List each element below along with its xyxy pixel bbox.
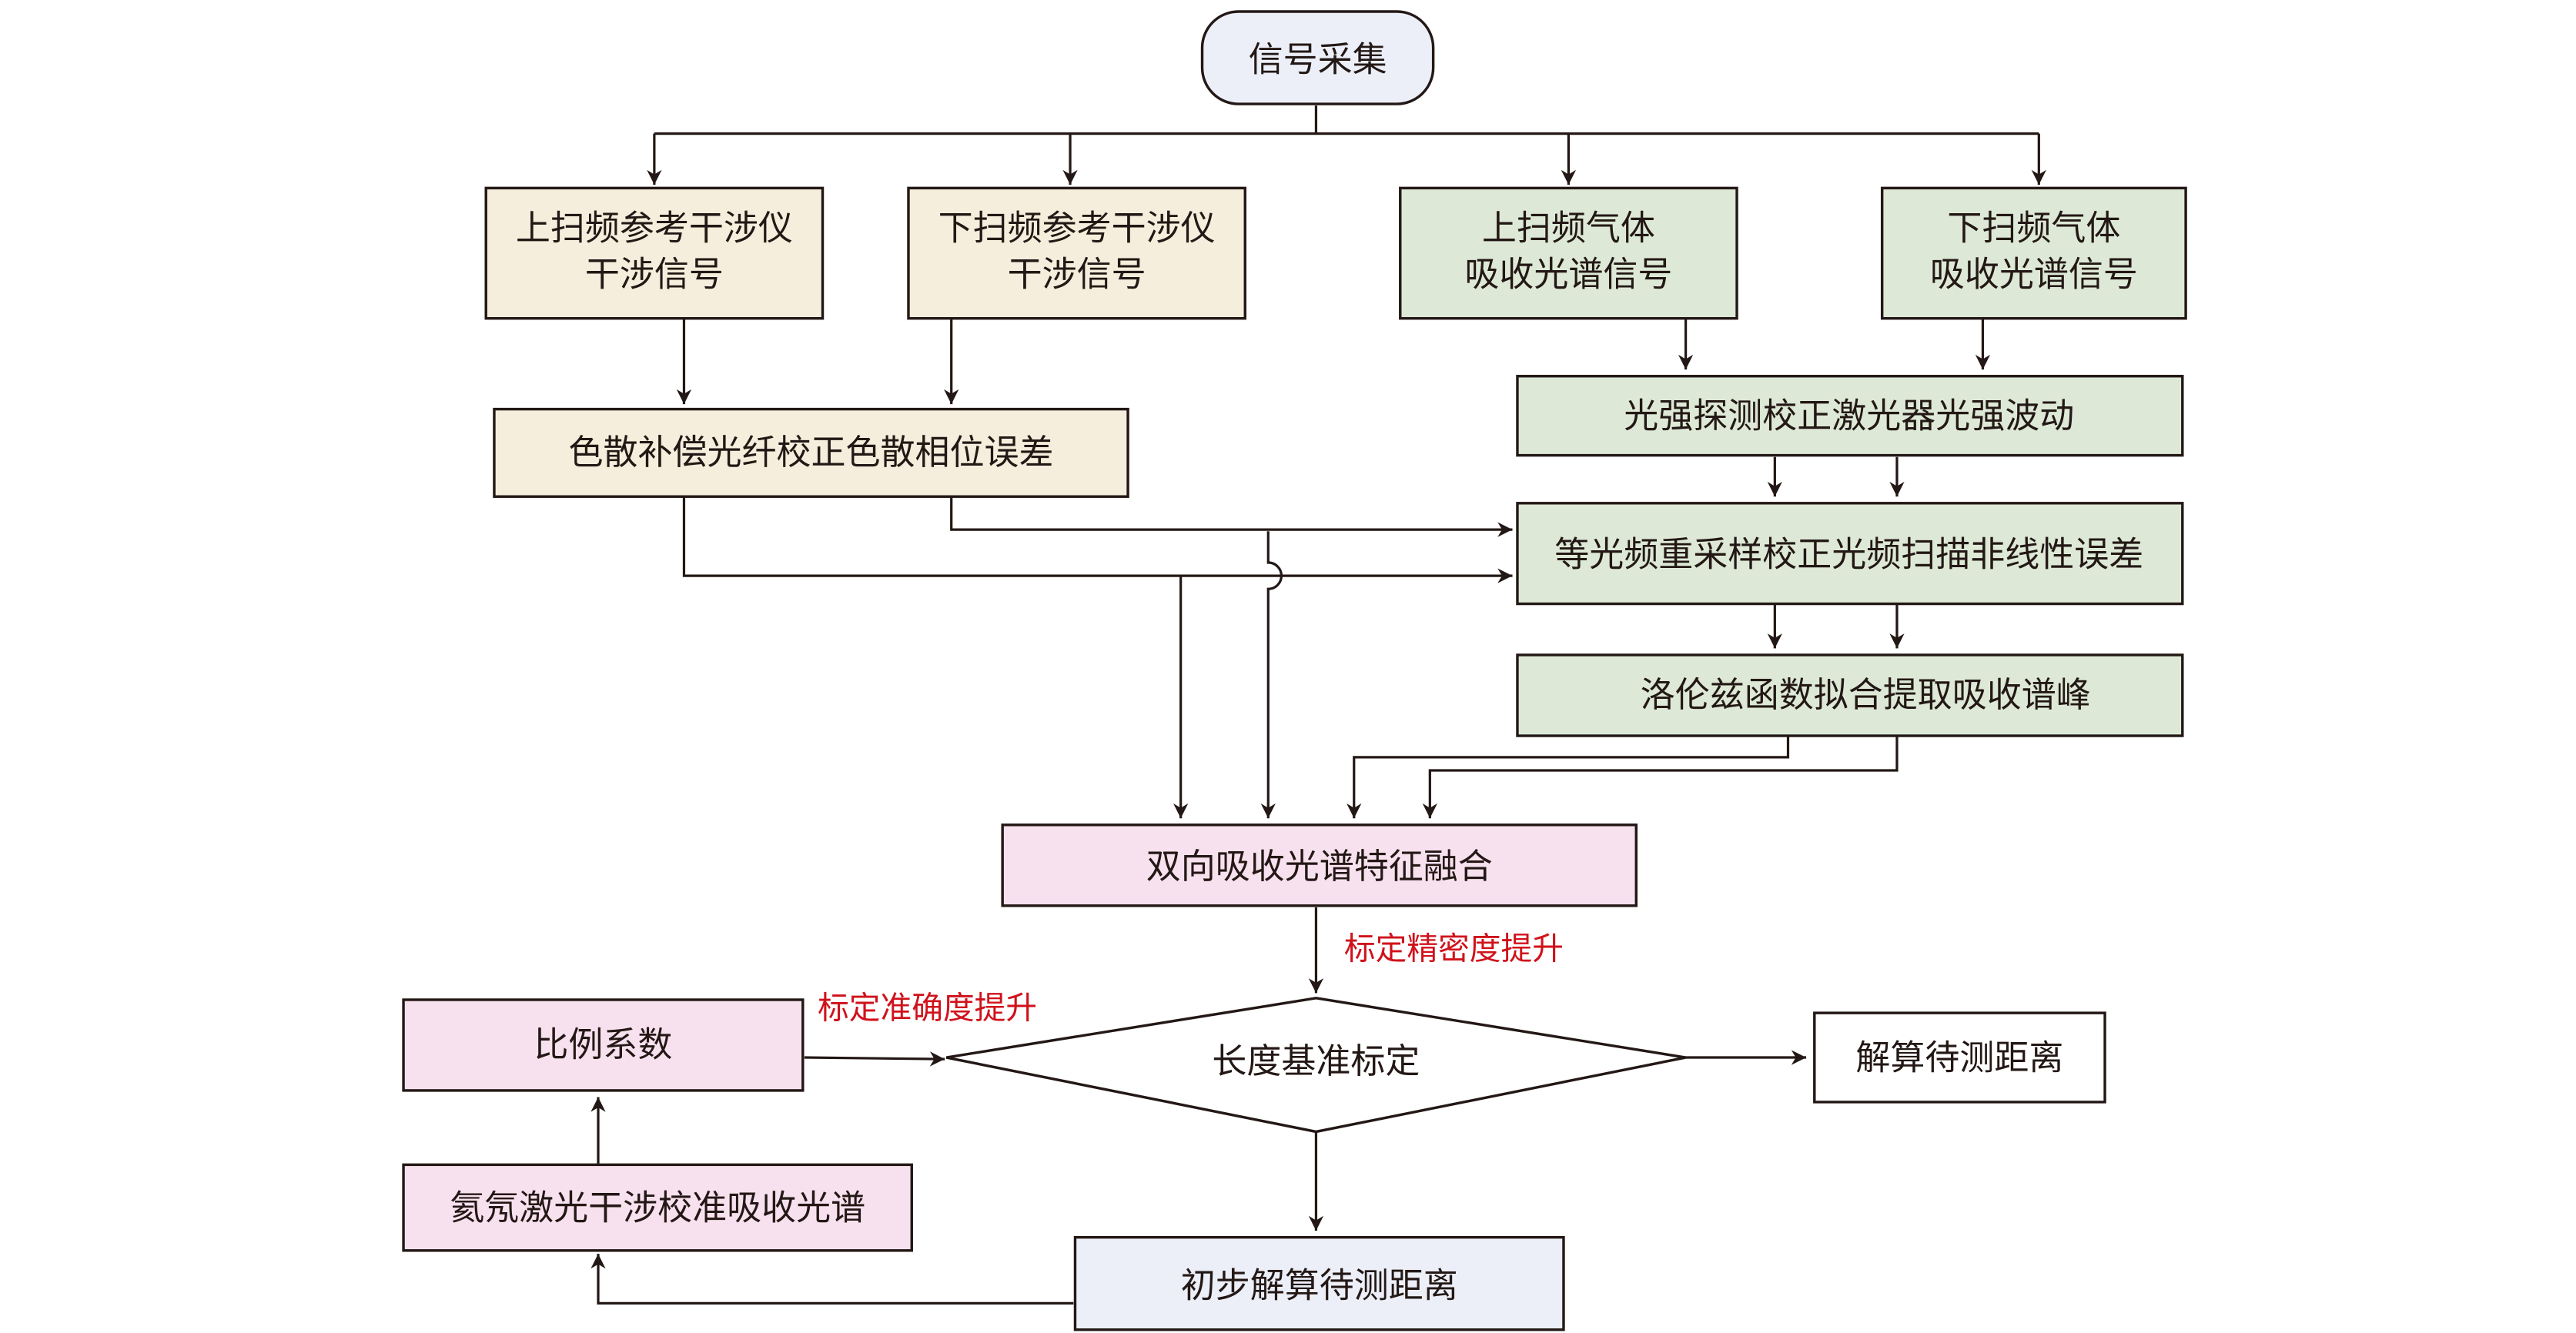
node-label: 氦氖激光干涉校准吸收光谱 — [450, 1188, 865, 1228]
node-dispersion: 色散补偿光纤校正色散相位误差 — [493, 407, 1129, 498]
process-box — [493, 407, 1129, 498]
node-label: 解算待测距离 — [1855, 1037, 2063, 1078]
arrow — [804, 1051, 945, 1067]
connectors — [590, 105, 2046, 1305]
process-box — [1516, 375, 2184, 457]
node-up-gas: 上扫频气体 吸收光谱信号 — [1399, 186, 1738, 320]
node-label: 下扫频气体 — [1947, 207, 2120, 248]
process-box — [1813, 1011, 2106, 1104]
node-label: 吸收光谱信号 — [1930, 253, 2138, 294]
process-box — [907, 186, 1246, 320]
node-lorentz: 洛伦兹函数拟合提取吸收谱峰 — [1516, 653, 2184, 737]
node-label: 色散补偿光纤校正色散相位误差 — [569, 432, 1054, 473]
node-down-gas: 下扫频气体 吸收光谱信号 — [1880, 186, 2187, 320]
annotation-precision: 标定精密度提升 — [1344, 930, 1564, 967]
process-box — [1001, 824, 1638, 907]
node-label: 上扫频气体 — [1482, 207, 1655, 248]
node-calibration: 长度基准标定 — [945, 997, 1686, 1134]
process-box — [1880, 186, 2187, 320]
node-label: 洛伦兹函数拟合提取吸收谱峰 — [1641, 674, 2091, 715]
node-fusion: 双向吸收光谱特征融合 — [1001, 824, 1638, 907]
arrow — [590, 1254, 1074, 1305]
node-label: 吸收光谱信号 — [1464, 253, 1672, 294]
node-solve-distance: 解算待测距离 — [1813, 1011, 2106, 1104]
node-resample: 等光频重采样校正光频扫描非线性误差 — [1516, 502, 2184, 606]
arrow — [950, 496, 1513, 537]
node-intensity: 光强探测校正激光器光强波动 — [1516, 375, 2184, 457]
process-box — [402, 1163, 913, 1252]
process-box — [1516, 653, 2184, 737]
node-down-ref: 下扫频参考干涉仪 干涉信号 — [907, 186, 1246, 320]
node-hene: 氦氖激光干涉校准吸收光谱 — [402, 1163, 913, 1252]
node-label: 初步解算待测距离 — [1181, 1265, 1458, 1305]
node-label: 长度基准标定 — [1212, 1041, 1420, 1081]
node-label: 比例系数 — [534, 1024, 672, 1064]
node-label: 上扫频参考干涉仪 — [516, 207, 793, 248]
arrow — [1347, 736, 1790, 819]
arrow — [682, 496, 1513, 583]
arrow-bridge — [1260, 531, 1283, 819]
node-label: 干涉信号 — [1008, 253, 1146, 294]
node-label: 等光频重采样校正光频扫描非线性误差 — [1554, 534, 2143, 575]
process-box — [1399, 186, 1738, 320]
node-label: 下扫频参考干涉仪 — [938, 207, 1216, 248]
node-label: 光强探测校正激光器光强波动 — [1624, 396, 2074, 436]
node-signal-acquisition: 信号采集 — [1200, 10, 1435, 105]
node-label: 双向吸收光谱特征融合 — [1146, 846, 1493, 887]
node-label: 干涉信号 — [585, 253, 724, 294]
annotation-accuracy: 标定准确度提升 — [818, 990, 1037, 1027]
node-preliminary: 初步解算待测距离 — [1073, 1235, 1565, 1331]
start-terminal — [1200, 10, 1435, 105]
process-box — [1073, 1235, 1565, 1331]
process-box — [484, 186, 825, 320]
node-label: 信号采集 — [1249, 39, 1387, 80]
process-box — [402, 998, 805, 1092]
node-ratio: 比例系数 — [402, 998, 805, 1092]
decision-diamond — [945, 997, 1686, 1134]
node-up-ref: 上扫频参考干涉仪 干涉信号 — [484, 186, 825, 320]
arrow — [1422, 736, 1899, 819]
process-box — [1516, 502, 2184, 606]
